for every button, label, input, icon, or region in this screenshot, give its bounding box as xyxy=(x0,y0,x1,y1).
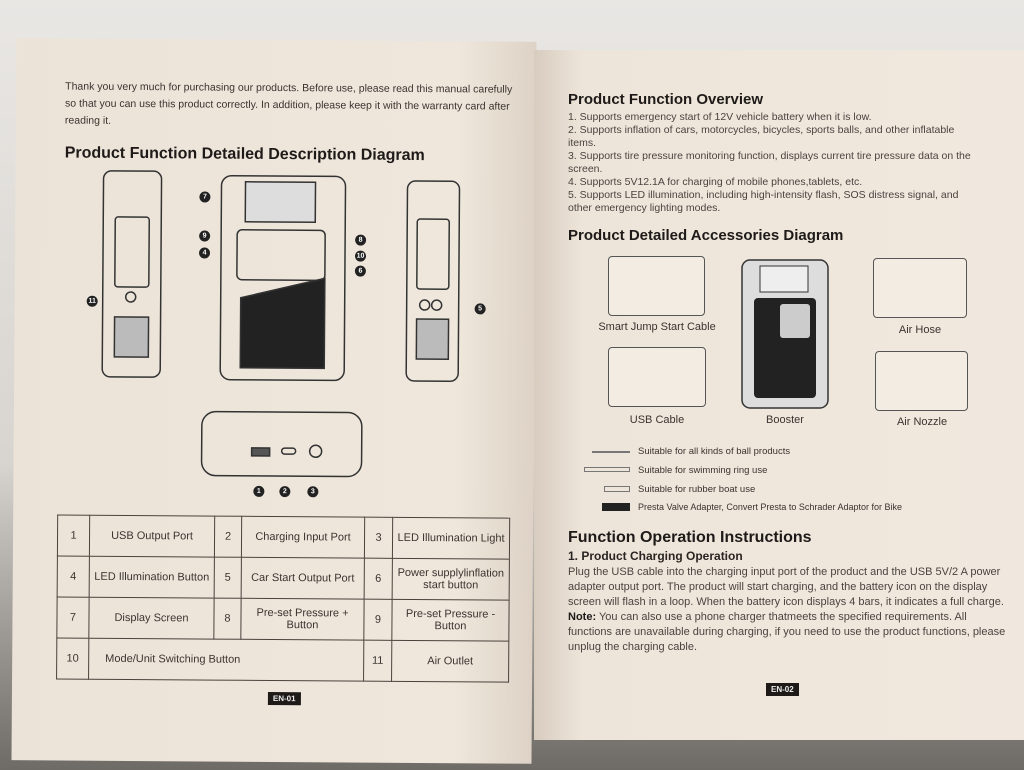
swim-nozzle-icon xyxy=(584,467,630,472)
instructions-heading: Function Operation Instructions xyxy=(568,529,812,546)
ball-needle-icon xyxy=(592,451,630,453)
jump-cable-image xyxy=(608,256,705,316)
page-label: EN-02 xyxy=(766,683,799,696)
overview-heading: Product Function Overview xyxy=(568,91,764,108)
callout-4: 4 xyxy=(198,247,211,259)
callout-10: 10 xyxy=(354,250,367,262)
overview-list: 1. Supports emergency start of 12V vehic… xyxy=(568,111,978,215)
part-name: Charging Input Port xyxy=(241,516,365,559)
part-number: 8 xyxy=(213,598,242,640)
part-name: Air Outlet xyxy=(391,640,509,683)
callout-9: 9 xyxy=(199,230,211,242)
part-name: Mode/Unit Switching Button xyxy=(88,638,364,682)
part-number: 4 xyxy=(57,555,90,598)
instructions-body: Plug the USB cable into the charging inp… xyxy=(568,565,1008,655)
boat-nozzle-icon xyxy=(604,486,630,492)
presta-adapter-icon xyxy=(602,503,630,511)
callout-1: 1 xyxy=(253,485,265,497)
nozzle-label: Presta Valve Adapter, Convert Presta to … xyxy=(638,502,902,512)
callout-3: 3 xyxy=(307,486,319,498)
list-item: 2. Supports inflation of cars, motorcycl… xyxy=(568,124,955,149)
part-name: Display Screen xyxy=(88,597,215,640)
part-number: 9 xyxy=(363,599,393,641)
accessory-label: Smart Jump Start Cable xyxy=(598,321,716,333)
air-nozzle-image xyxy=(875,351,968,411)
callout-7: 7 xyxy=(199,191,211,203)
callout-11: 11 xyxy=(86,295,98,307)
callout-8: 8 xyxy=(355,234,367,246)
callout-6: 6 xyxy=(354,265,366,277)
nozzle-label: Suitable for swimming ring use xyxy=(638,465,768,476)
list-item: 5. Supports LED illumination, including … xyxy=(568,189,959,214)
note-text: You can also use a phone charger thatmee… xyxy=(568,611,1006,653)
part-name: Pre-set Pressure + Button xyxy=(240,598,365,641)
usb-cable-image xyxy=(608,347,706,407)
page-label: EN-01 xyxy=(267,691,301,706)
part-number: 6 xyxy=(364,558,393,600)
part-number: 3 xyxy=(364,517,393,559)
right-page: Product Function Overview 1. Supports em… xyxy=(534,50,1024,740)
accessory-label: Air Hose xyxy=(898,324,942,336)
accessory-label: Booster xyxy=(766,414,804,426)
air-hose-image xyxy=(873,258,967,318)
accessory-label: USB Cable xyxy=(629,414,685,426)
part-number: 5 xyxy=(214,557,242,599)
list-item: 1. Supports emergency start of 12V vehic… xyxy=(568,111,872,123)
note-label: Note: xyxy=(568,611,597,623)
part-number: 2 xyxy=(214,516,242,558)
sub-heading: 1. Product Charging Operation xyxy=(568,549,743,563)
part-name: Power supplylinflation start button xyxy=(392,558,510,601)
part-number: 1 xyxy=(57,514,90,557)
accessory-label: Air Nozzle xyxy=(896,416,948,428)
callout-5: 5 xyxy=(474,303,486,315)
part-number: 11 xyxy=(363,640,392,682)
part-name: LED Illumination Button xyxy=(89,556,215,599)
nozzle-label: Suitable for rubber boat use xyxy=(638,484,756,495)
accessories-heading: Product Detailed Accessories Diagram xyxy=(568,227,844,244)
part-name: Pre-set Pressure - Button xyxy=(391,599,510,642)
part-number: 7 xyxy=(56,596,90,639)
intro-text: Thank you very much for purchasing our p… xyxy=(64,80,513,127)
diagram-heading: Product Function Detailed Description Di… xyxy=(64,144,425,165)
list-item: 4. Supports 5V12.1A for charging of mobi… xyxy=(568,176,863,188)
device-diagram xyxy=(101,170,461,478)
booster-image xyxy=(741,259,829,409)
part-name: Car Start Output Port xyxy=(241,557,365,600)
body-text: Plug the USB cable into the charging inp… xyxy=(568,566,1004,608)
part-name: USB Output Port xyxy=(89,515,215,558)
part-number: 10 xyxy=(56,637,89,680)
left-page: Thank you very much for purchasing our p… xyxy=(11,38,537,764)
callout-2: 2 xyxy=(279,486,291,498)
list-item: 3. Supports tire pressure monitoring fun… xyxy=(568,150,971,175)
nozzle-label: Suitable for all kinds of ball products xyxy=(638,446,791,457)
part-name: LED Illumination Light xyxy=(392,517,510,560)
